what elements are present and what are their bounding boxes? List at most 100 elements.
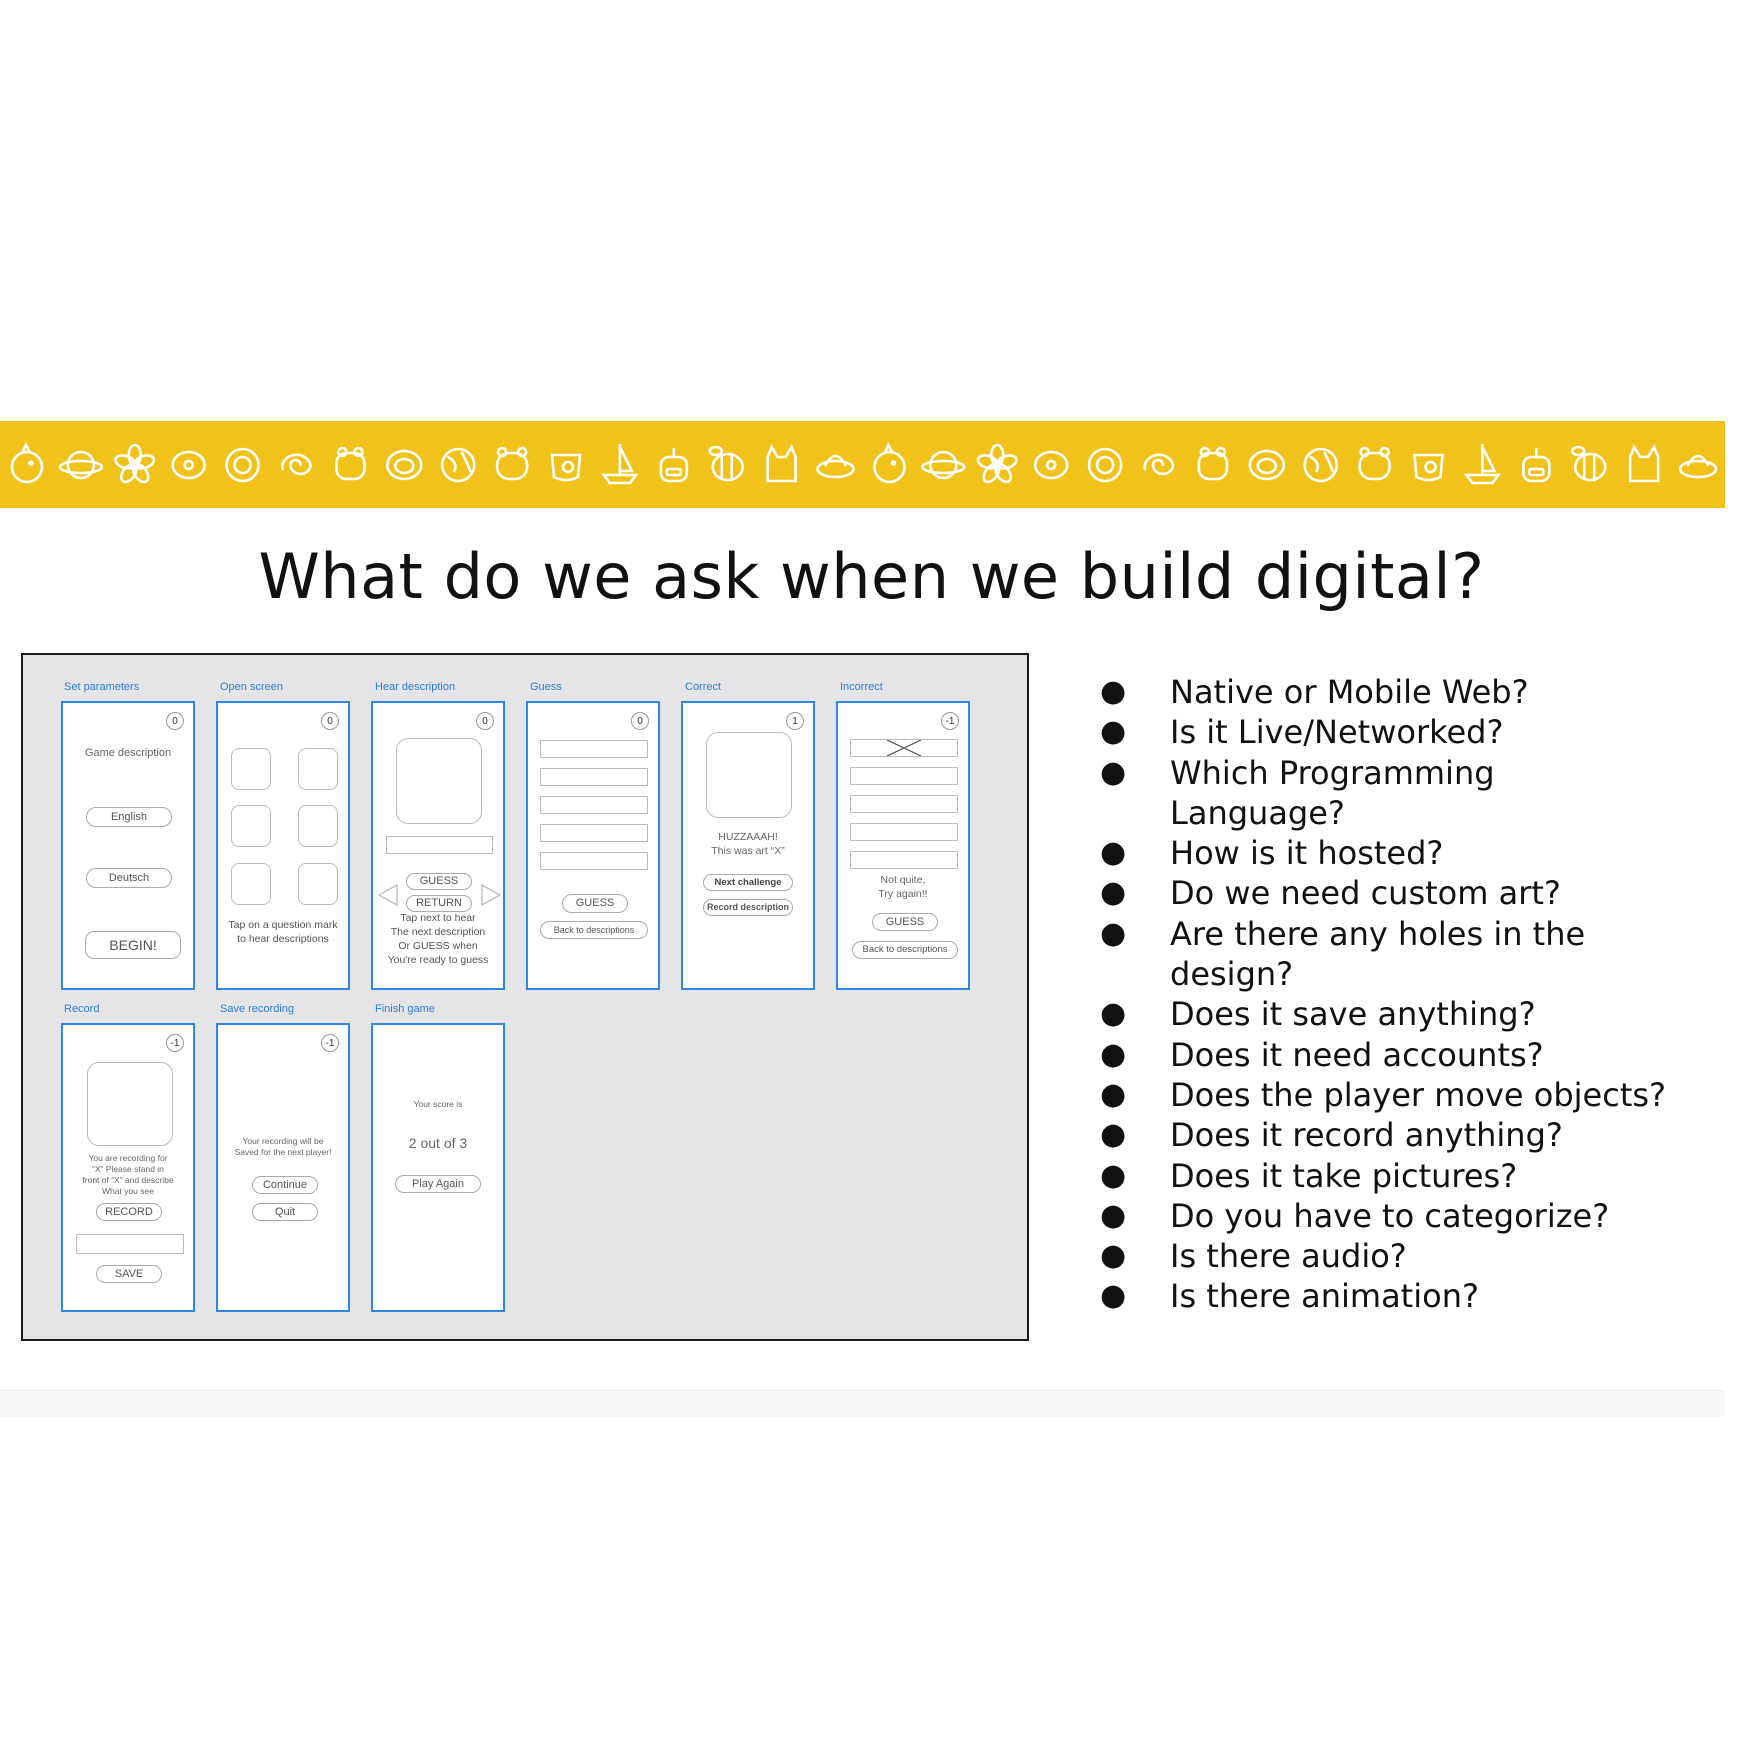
english-button[interactable]: English: [86, 807, 172, 827]
question-text: Do we need custom art?: [1170, 874, 1561, 913]
next-arrow-icon[interactable]: [480, 883, 502, 907]
question-text: Does it take pictures?: [1170, 1156, 1518, 1195]
question-item: ●Does it record anything?: [1100, 1115, 1740, 1155]
record-text-line-1: You are recording for: [88, 1153, 168, 1163]
screen-label-record: Record: [64, 1003, 100, 1015]
bullet-icon: ●: [1100, 1117, 1127, 1153]
ufo-icon: [816, 454, 855, 479]
question-tile[interactable]: [298, 748, 338, 790]
guess-button[interactable]: GUESS: [872, 913, 938, 931]
screen-label-finish-game: Finish game: [375, 1003, 435, 1015]
question-item: ●Is there audio?: [1100, 1236, 1740, 1276]
art-image-placeholder: [396, 738, 482, 824]
guess-option[interactable]: [850, 767, 958, 785]
continue-button[interactable]: Continue: [252, 1176, 318, 1194]
record-text-line-3: front of “X” and describe: [82, 1175, 174, 1185]
deutsch-button[interactable]: Deutsch: [86, 868, 172, 888]
game-description-text: Game description: [84, 747, 172, 759]
guess-button[interactable]: GUESS: [562, 894, 628, 913]
back-to-descriptions-button[interactable]: Back to descriptions: [540, 921, 648, 939]
bullet-icon: ●: [1100, 1036, 1127, 1072]
question-text: How is it hosted?: [1170, 834, 1444, 873]
phone-finish-game: Your score is 2 out of 3 Play Again: [371, 1023, 505, 1312]
sailboat-icon: [601, 443, 639, 485]
guess-button[interactable]: GUESS: [406, 873, 472, 890]
slide-bottom-divider: [0, 1390, 1725, 1417]
bullet-icon: ●: [1100, 1278, 1127, 1314]
question-item: ●How is it hosted?: [1100, 833, 1740, 873]
quit-button[interactable]: Quit: [252, 1203, 318, 1221]
record-text-line-4: What you see: [102, 1186, 154, 1196]
question-text: Does it save anything?: [1170, 995, 1536, 1034]
question-tile[interactable]: [231, 863, 271, 905]
question-tile[interactable]: [231, 805, 271, 847]
cat-icon: [766, 444, 797, 483]
guess-option[interactable]: [850, 823, 958, 841]
phone-incorrect: -1 Not quite, Try again!! GUESS Back to …: [836, 701, 970, 990]
flower-icon: [114, 443, 156, 484]
cinnamon-roll-icon: [1143, 453, 1175, 476]
score-badge: 0: [321, 712, 339, 730]
record-button[interactable]: RECORD: [96, 1203, 162, 1221]
question-text: Which Programming: [1170, 753, 1495, 792]
sailboat-icon: [1463, 443, 1502, 485]
question-text-continued: design?: [1170, 955, 1294, 994]
correct-text-line-2: This was art “X”: [711, 845, 785, 857]
guess-option[interactable]: [850, 851, 958, 869]
screen-label-hear-description: Hear description: [375, 681, 456, 693]
screen-label-correct: Correct: [685, 681, 722, 693]
question-tile[interactable]: [298, 863, 338, 905]
guess-option[interactable]: [540, 768, 648, 786]
question-item: ●Is it Live/Networked?: [1100, 712, 1740, 752]
question-text: Are there any holes in the: [1170, 914, 1586, 953]
ufo-icon: [1678, 454, 1718, 479]
hamster-icon: [495, 446, 529, 481]
bullet-icon: ●: [1100, 1157, 1127, 1193]
screen-label-guess: Guess: [530, 681, 562, 693]
cat-icon: [1628, 444, 1660, 483]
question-item: ●Does the player move objects?: [1100, 1075, 1740, 1115]
score-badge: -1: [166, 1034, 184, 1052]
question-item: ●Do you have to categorize?: [1100, 1196, 1740, 1236]
bullet-icon: ●: [1100, 915, 1127, 951]
question-item: ●Is there animation?: [1100, 1276, 1740, 1316]
score-badge: 0: [631, 712, 649, 730]
phone-guess: 0 GUESS Back to descriptions: [526, 701, 660, 990]
guess-option[interactable]: [540, 852, 648, 870]
recording-bar: [76, 1234, 184, 1254]
guess-option[interactable]: [540, 740, 648, 758]
screen-label-incorrect: Incorrect: [840, 681, 883, 693]
question-tile[interactable]: [298, 805, 338, 847]
question-item: ●Do we need custom art?: [1100, 873, 1740, 913]
bee-icon: [1570, 445, 1607, 482]
decorative-banner: [0, 421, 1725, 508]
prev-arrow-icon[interactable]: [377, 883, 399, 907]
fishbowl-icon: [1413, 453, 1444, 482]
score-badge: 0: [476, 712, 494, 730]
your-score-label: Your score is: [413, 1099, 463, 1109]
next-challenge-button[interactable]: Next challenge: [703, 874, 793, 891]
question-tile[interactable]: [231, 748, 271, 790]
question-text: Is there audio?: [1170, 1237, 1407, 1276]
wrong-option: [850, 739, 958, 757]
question-item: ●Native or Mobile Web?: [1100, 672, 1740, 712]
guess-option[interactable]: [850, 795, 958, 813]
guess-option[interactable]: [540, 796, 648, 814]
question-text: Does the player move objects?: [1170, 1075, 1667, 1114]
incorrect-text-line-2: Try again!!: [878, 888, 928, 900]
hamster-icon: [1358, 446, 1391, 481]
final-score-text: 2 out of 3: [408, 1135, 468, 1151]
play-again-button[interactable]: Play Again: [395, 1175, 481, 1193]
save-text-line-1: Your recording will be: [242, 1136, 324, 1146]
phone-set-parameters: 0 Game description English Deutsch BEGIN…: [61, 701, 195, 990]
robot-icon: [1522, 447, 1551, 483]
cross-icon: [886, 740, 922, 756]
begin-button[interactable]: BEGIN!: [85, 931, 181, 959]
guess-option[interactable]: [540, 824, 648, 842]
back-to-descriptions-button[interactable]: Back to descriptions: [852, 941, 958, 959]
save-button[interactable]: SAVE: [96, 1265, 162, 1283]
record-description-button[interactable]: Record description: [703, 899, 793, 916]
egg-icon: [385, 449, 423, 481]
return-button[interactable]: RETURN: [406, 895, 472, 912]
